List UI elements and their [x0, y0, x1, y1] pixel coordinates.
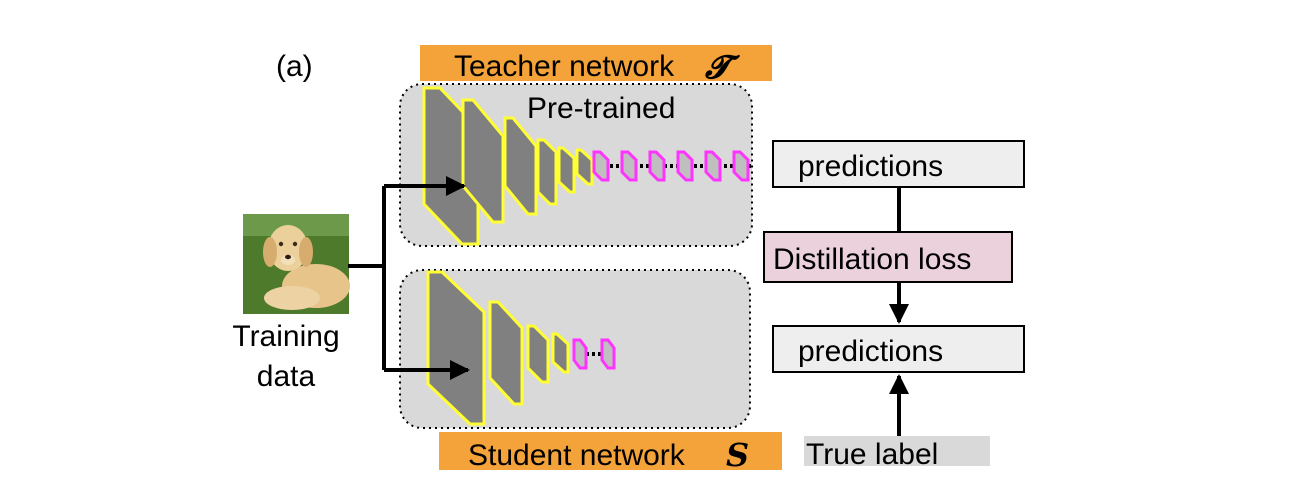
student-conv-layer-3: [526, 324, 550, 384]
teacher-fc-layer-2: [620, 150, 638, 182]
panel-label: (a): [276, 50, 313, 83]
true-label-text: True label: [806, 438, 938, 471]
student-fc-layer-1: [572, 338, 588, 370]
student-symbol: S: [726, 436, 749, 474]
distillation-loss-box: [763, 231, 1013, 283]
teacher-fc-layer-3: [648, 150, 666, 182]
true-label-box: [804, 436, 990, 466]
training-data-label-line2: data: [257, 360, 316, 393]
teacher-fc-layer-4: [676, 150, 694, 182]
teacher-fc-layer-6: [732, 150, 750, 182]
dog-photo: [243, 214, 350, 314]
teacher-conv-layer-6: [575, 148, 594, 186]
teacher-conv-layer-3: [503, 116, 538, 216]
input-connector: [348, 186, 386, 268]
teacher-predictions-box: [772, 140, 1025, 188]
teacher-conv-layer-5: [557, 146, 576, 194]
teacher-fc-layer-5: [704, 150, 722, 182]
student-predictions-box: [772, 325, 1025, 373]
student-header: [439, 432, 782, 470]
pretrained-label: Pre-trained: [527, 92, 675, 125]
teacher-conv-layer-4: [536, 138, 558, 206]
teacher-title: Teacher network: [454, 50, 675, 83]
teacher-fc-layer-1: [592, 150, 610, 182]
dog-head: [268, 225, 308, 271]
training-data-label-line1: Training: [232, 320, 339, 353]
teacher-predictions-label: predictions: [798, 150, 943, 183]
student-layers: [426, 270, 616, 426]
student-conv-layer-2: [488, 300, 524, 406]
student-conv-layer-1: [426, 270, 486, 426]
student-predictions-label: predictions: [798, 335, 943, 368]
teacher-layers: [422, 86, 752, 246]
student-conv-layer-4: [551, 332, 570, 374]
teacher-header: [420, 45, 772, 81]
student-title: Student network: [468, 439, 686, 472]
distillation-loss-label: Distillation loss: [773, 243, 971, 276]
student-fc-layer-2: [600, 338, 616, 370]
